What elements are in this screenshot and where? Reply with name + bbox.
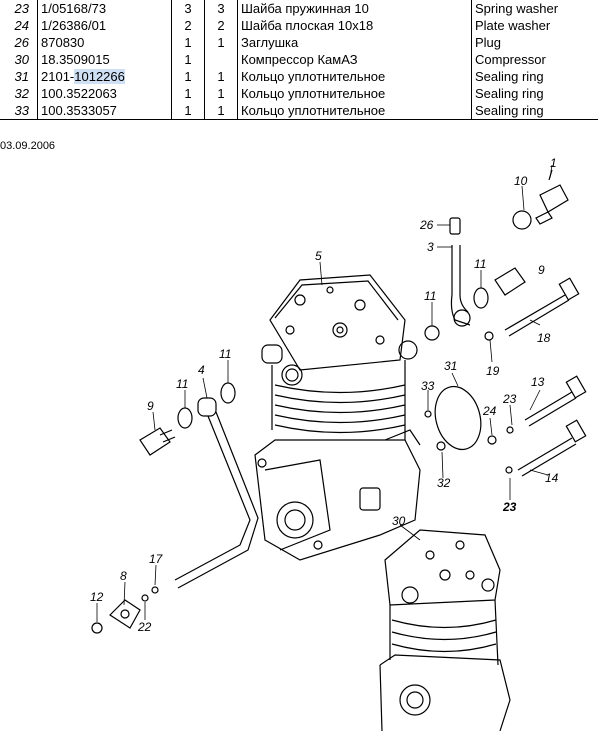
- row-qty-1: 1: [171, 85, 205, 102]
- row-name-ru: Шайба плоская 10х18: [237, 17, 472, 34]
- row-name-ru: Кольцо уплотнительное: [237, 85, 472, 102]
- row-qty-1: 1: [171, 102, 205, 120]
- callout-31: 31: [444, 359, 457, 373]
- ring-31: [424, 385, 514, 451]
- row-name-ru: Кольцо уплотнительное: [237, 102, 472, 120]
- row-position: 33: [0, 102, 38, 120]
- callout-33: 33: [421, 379, 435, 393]
- callout-9-left: 9: [147, 399, 154, 413]
- callout-13: 13: [531, 375, 545, 389]
- callout-22: 22: [137, 620, 152, 634]
- row-name-ru: Заглушка: [237, 34, 472, 51]
- row-qty-2: 1: [204, 102, 238, 120]
- callout-26: 26: [419, 218, 434, 232]
- callout-19: 19: [486, 364, 500, 378]
- callout-1: 1: [550, 156, 557, 170]
- row-name-ru: Шайба пружинная 10: [237, 0, 472, 17]
- row-qty-1: 1: [171, 68, 205, 85]
- ring-11-upper: [424, 267, 526, 341]
- row-name-en: Sealing ring: [471, 85, 598, 102]
- part-code-highlight: 1012266: [74, 69, 125, 84]
- row-name-en: Compressor: [471, 51, 598, 68]
- row-position: 31: [14, 69, 29, 84]
- row-qty-2: [204, 51, 238, 68]
- callout-14: 14: [545, 471, 559, 485]
- row-name-ru: Компрессор КамАЗ: [237, 51, 472, 68]
- row-qty-2: 1: [204, 85, 238, 102]
- row-name-en: Sealing ring: [471, 102, 598, 120]
- row-qty-2: 1: [204, 34, 238, 51]
- row-part-code: 100.3533057: [37, 102, 172, 120]
- bolt-9-left: [139, 427, 176, 456]
- row-name-ru: Кольцо уплотнительное: [237, 68, 472, 85]
- callout-labels: 1 10 26 3 9 11 11 5 18 19 31 33 13 23 24…: [90, 156, 559, 634]
- callout-32: 32: [437, 476, 451, 490]
- row-position: 26: [14, 35, 29, 50]
- row-part-code: 870830: [37, 34, 172, 51]
- pipe-4: [174, 382, 259, 589]
- exploded-view-drawing: 1 10 26 3 9 11 11 5 18 19 31 33 13 23 24…: [90, 156, 587, 731]
- row-name-en: Sealing ring: [471, 68, 598, 85]
- row-qty-2: 1: [204, 68, 238, 85]
- callout-24: 24: [482, 404, 497, 418]
- row-position: 32: [14, 86, 29, 101]
- flange-8: [91, 586, 159, 634]
- row-position: 30: [14, 52, 29, 67]
- row-position: 23: [14, 1, 29, 16]
- row-qty-1: 3: [171, 0, 205, 17]
- row-part-code: 100.3522063: [37, 85, 172, 102]
- plug-26-pipe-3: [449, 217, 471, 327]
- compressor-main: [254, 274, 421, 561]
- callout-18: 18: [537, 331, 551, 345]
- compressor-30: [379, 529, 511, 731]
- leader-lines: [96, 164, 553, 622]
- callout-4: 4: [198, 363, 205, 377]
- row-qty-1: 2: [171, 17, 205, 34]
- row-name-en: Spring washer: [471, 0, 598, 17]
- callout-23-b: 23: [502, 500, 517, 514]
- callout-11-d: 11: [176, 377, 188, 391]
- bolt-13: [524, 375, 587, 427]
- document-date: 03.09.2006: [0, 140, 56, 152]
- row-part-code: 18.3509015: [37, 51, 172, 68]
- callout-12: 12: [90, 590, 104, 604]
- row-name-en: Plate washer: [471, 17, 598, 34]
- callout-9-right: 9: [538, 263, 545, 277]
- row-part-code: 1/05168/73: [37, 0, 172, 17]
- row-part-code: 1/26386/01: [37, 17, 172, 34]
- callout-8: 8: [120, 569, 127, 583]
- part-code-prefix: 2101-: [41, 69, 75, 84]
- row-qty-2: 3: [204, 0, 238, 17]
- callout-10: 10: [514, 174, 528, 188]
- callout-11-b: 11: [424, 289, 436, 303]
- row-position: 24: [14, 18, 29, 33]
- callout-23-a: 23: [502, 392, 517, 406]
- bolt-14: [505, 419, 587, 477]
- row-qty-1: 1: [171, 34, 205, 51]
- bolt-18: [484, 277, 580, 341]
- callout-11-c: 11: [219, 347, 231, 361]
- callout-5: 5: [315, 249, 322, 263]
- row-part-code: 2101-1012266: [37, 68, 172, 85]
- row-name-en: Plug: [471, 34, 598, 51]
- row-qty-1: 1: [171, 51, 205, 68]
- callout-17: 17: [149, 552, 164, 566]
- row-qty-2: 2: [204, 17, 238, 34]
- callout-30: 30: [392, 514, 406, 528]
- callout-3: 3: [427, 240, 434, 254]
- callout-11-a: 11: [474, 257, 486, 271]
